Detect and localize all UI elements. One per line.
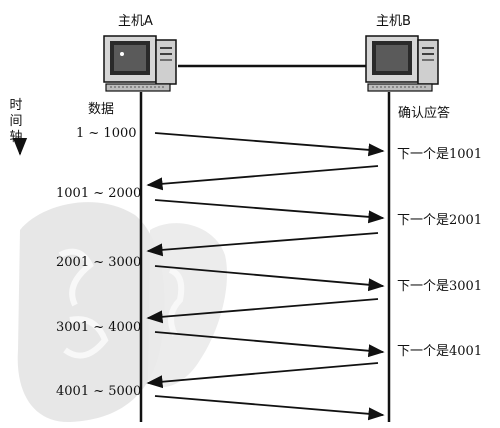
host-a-label: 主机A	[118, 14, 153, 29]
ack-label: 下一个是2001	[397, 213, 483, 228]
ack-arrow	[146, 298, 379, 324]
ack-arrow	[146, 232, 379, 257]
time-axis-char: 间	[9, 114, 23, 129]
sender-header: 数据	[88, 102, 115, 117]
time-axis-label: 时 间 轴	[8, 98, 24, 146]
data-segment-label: 4001 ~ 5000	[56, 384, 142, 399]
data-segment-label: 3001 ~ 4000	[56, 320, 142, 335]
ack-label: 下一个是1001	[397, 147, 483, 162]
data-segment-arrow	[154, 199, 385, 224]
ack-arrow	[146, 165, 379, 191]
host-a-computer-icon	[103, 35, 177, 92]
data-segment-arrow	[154, 132, 385, 157]
host-b-label: 主机B	[376, 14, 411, 29]
data-segment-arrow	[154, 265, 385, 292]
time-axis-char: 时	[9, 98, 23, 113]
time-axis-char: 轴	[9, 130, 23, 145]
data-segment-arrow	[154, 331, 385, 358]
receiver-header: 确认应答	[398, 106, 451, 121]
data-segment-arrow	[154, 395, 385, 421]
ack-arrow	[146, 362, 379, 389]
data-segment-label: 1 ~ 1000	[76, 126, 137, 141]
ack-label: 下一个是4001	[397, 344, 483, 359]
ack-label: 下一个是3001	[397, 279, 483, 294]
data-segment-label: 2001 ~ 3000	[56, 255, 142, 270]
data-segment-label: 1001 ~ 2000	[56, 186, 142, 201]
host-b-computer-icon	[365, 35, 439, 92]
